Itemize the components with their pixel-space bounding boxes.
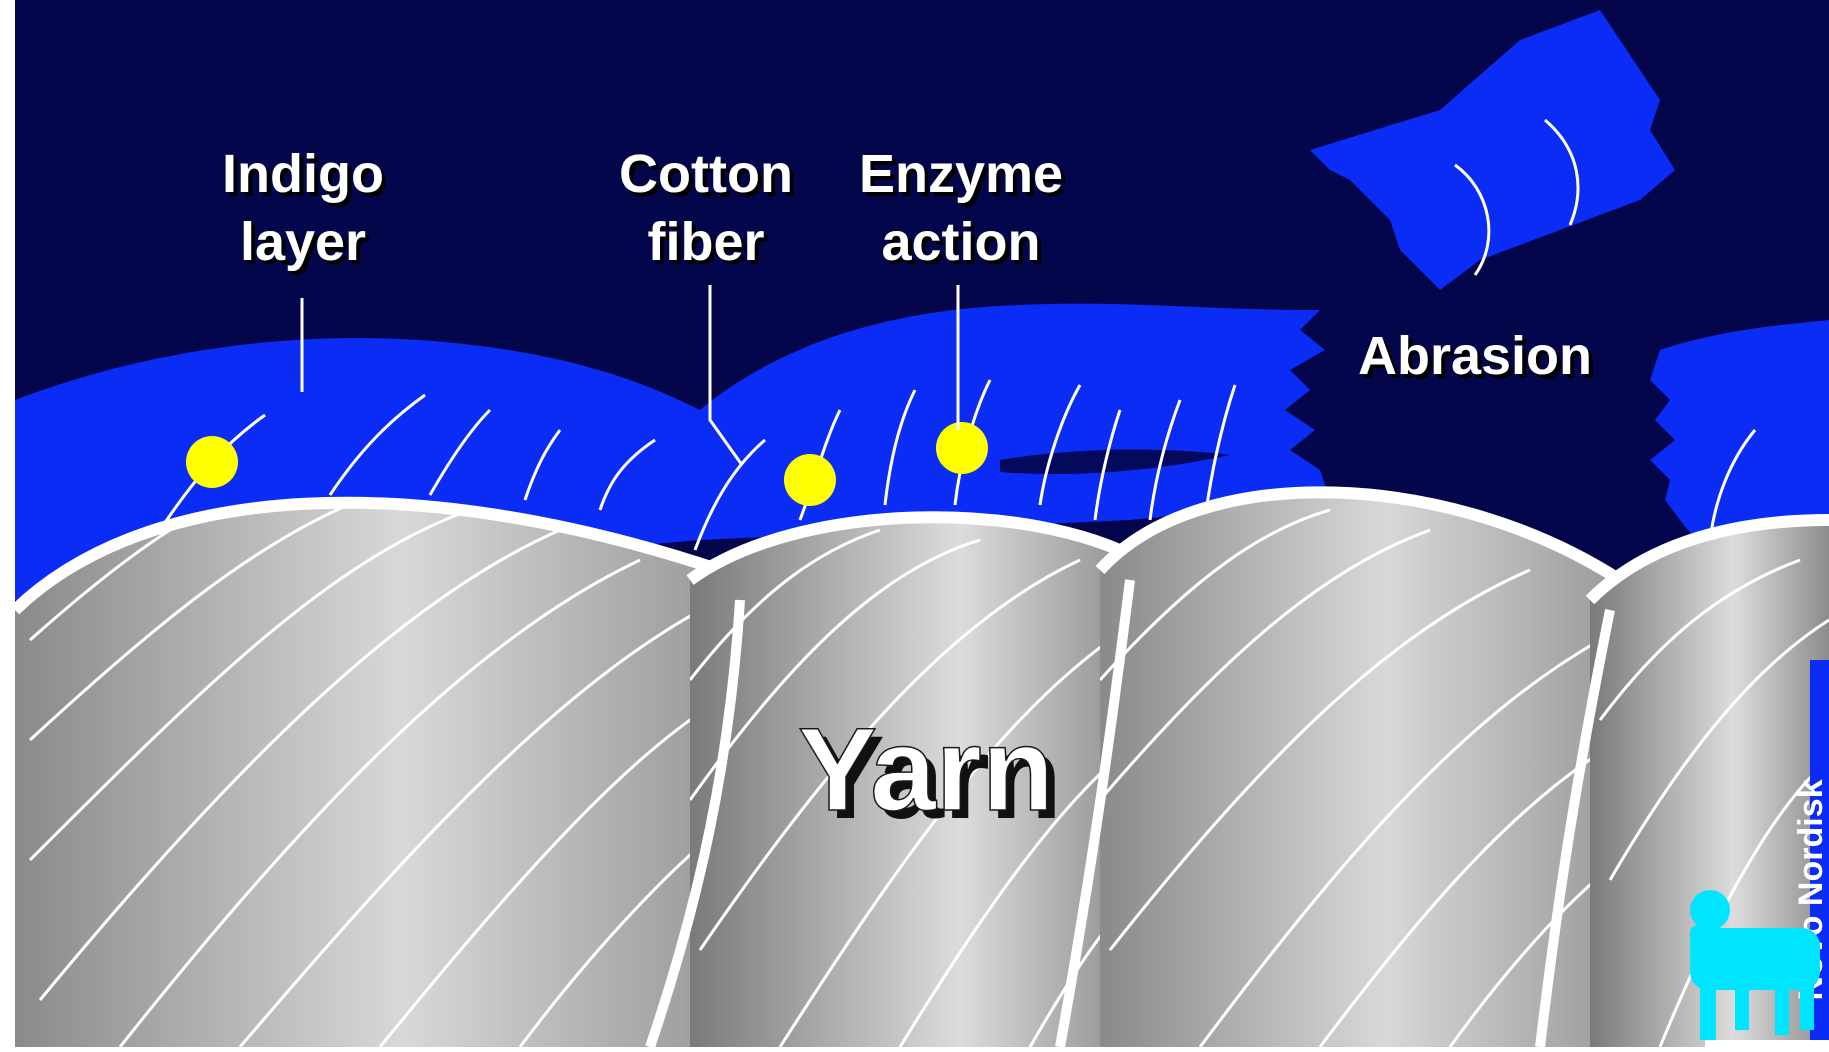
enzyme-dot-3 xyxy=(936,422,988,474)
enzyme-dot-2 xyxy=(784,454,836,506)
indigo-layer-right xyxy=(1650,320,1829,545)
cotton-label-line2: fiber xyxy=(647,212,764,272)
enzyme-label-line1: Enzyme xyxy=(859,144,1063,204)
indigo-label-line1: Indigo xyxy=(222,144,384,204)
enzyme-dot-1 xyxy=(186,436,238,488)
yarn-label: Yarn Yarn xyxy=(798,704,1062,844)
yarn-strand-3 xyxy=(1060,492,1620,1047)
enzyme-label-line2: action xyxy=(881,212,1040,272)
yarn-label-text: Yarn xyxy=(798,704,1054,836)
yarn-strand-1 xyxy=(15,490,720,1047)
abrasion-label: Abrasion Abrasion xyxy=(1358,326,1596,390)
indigo-label-line2: layer xyxy=(240,212,366,272)
abrasion-label-text: Abrasion xyxy=(1358,326,1592,386)
cotton-label-line1: Cotton xyxy=(619,144,793,204)
